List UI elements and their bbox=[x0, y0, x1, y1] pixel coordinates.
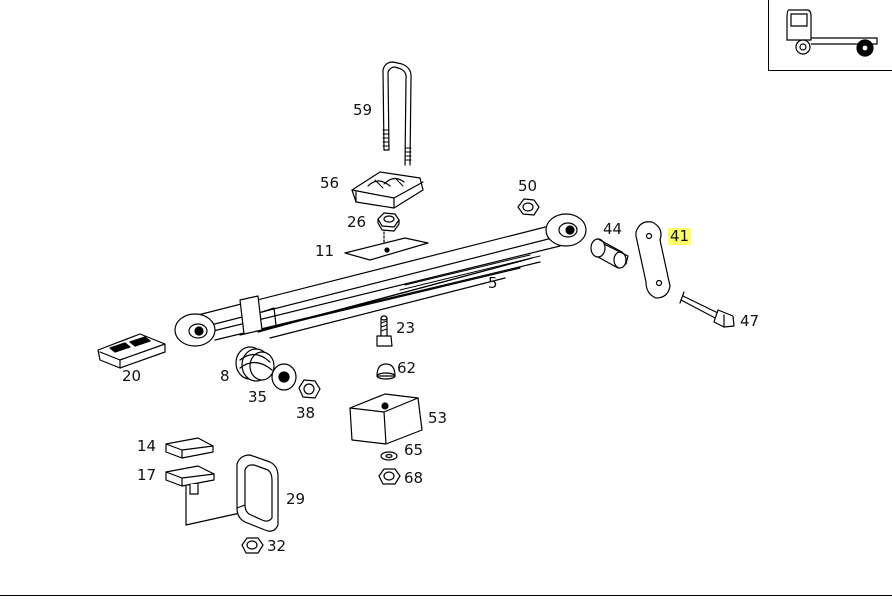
callout-38[interactable]: 38 bbox=[296, 404, 316, 422]
pad-14 bbox=[165, 437, 214, 459]
bushing bbox=[590, 238, 629, 269]
shackle-plate bbox=[635, 221, 671, 299]
callout-56[interactable]: 56 bbox=[320, 174, 340, 192]
truck-rear-axle-icon bbox=[786, 9, 878, 57]
bolt-47 bbox=[679, 291, 735, 328]
callout-35[interactable]: 35 bbox=[248, 388, 268, 406]
nut-50 bbox=[517, 198, 540, 216]
callout-5[interactable]: 5 bbox=[488, 274, 498, 292]
callout-14[interactable]: 14 bbox=[137, 437, 157, 455]
bump-stop-20 bbox=[97, 333, 166, 369]
callout-41[interactable]: 41 bbox=[668, 227, 692, 245]
cap-62 bbox=[376, 363, 396, 380]
saddle-plate bbox=[351, 171, 424, 209]
callout-65[interactable]: 65 bbox=[404, 441, 424, 459]
rubber-bushing bbox=[235, 346, 275, 382]
callout-23[interactable]: 23 bbox=[396, 319, 416, 337]
pad-17 bbox=[165, 465, 241, 526]
vehicle-location-inset bbox=[768, 0, 892, 71]
nut-32 bbox=[241, 537, 264, 554]
shim-plate bbox=[344, 231, 429, 261]
u-bolt bbox=[382, 61, 412, 166]
nut-38 bbox=[298, 379, 321, 399]
nut-68 bbox=[378, 468, 401, 485]
callout-59[interactable]: 59 bbox=[353, 101, 373, 119]
leaf-spring bbox=[174, 213, 587, 347]
bottom-border bbox=[0, 595, 892, 596]
callout-17[interactable]: 17 bbox=[137, 466, 157, 484]
callout-20[interactable]: 20 bbox=[122, 367, 142, 385]
callout-47[interactable]: 47 bbox=[740, 312, 760, 330]
washer-65 bbox=[380, 451, 398, 461]
callout-44[interactable]: 44 bbox=[603, 220, 623, 238]
bracket-29 bbox=[236, 454, 279, 532]
callout-68[interactable]: 68 bbox=[404, 469, 424, 487]
callout-62[interactable]: 62 bbox=[397, 359, 417, 377]
bolt-23 bbox=[376, 315, 393, 347]
callout-26[interactable]: 26 bbox=[347, 213, 367, 231]
callout-32[interactable]: 32 bbox=[267, 537, 287, 555]
callout-11[interactable]: 11 bbox=[315, 242, 335, 260]
callout-29[interactable]: 29 bbox=[286, 490, 306, 508]
spacer-block bbox=[349, 393, 423, 445]
callout-50[interactable]: 50 bbox=[518, 177, 538, 195]
nut-26 bbox=[377, 212, 400, 232]
callout-8[interactable]: 8 bbox=[220, 367, 230, 385]
callout-53[interactable]: 53 bbox=[428, 409, 448, 427]
washer-35 bbox=[271, 363, 297, 391]
